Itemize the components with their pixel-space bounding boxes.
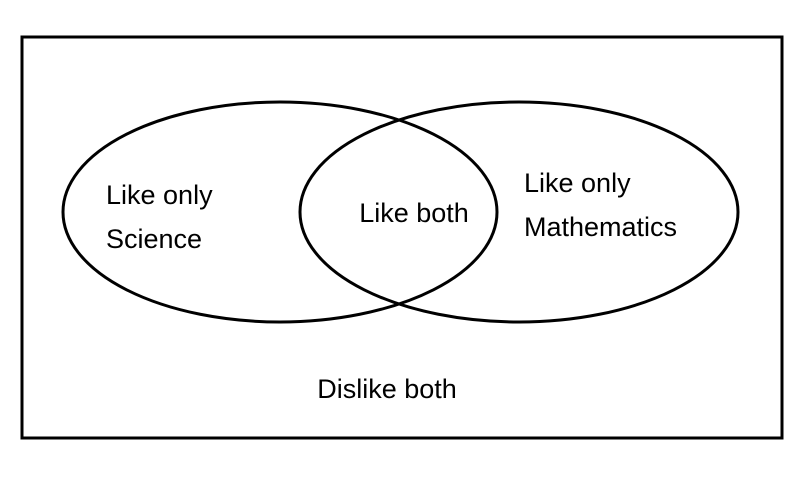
mathematics-only-label-line1: Like only xyxy=(524,168,631,198)
neither-region-label: Dislike both xyxy=(317,374,457,404)
science-set-ellipse xyxy=(61,100,499,324)
science-only-label-line1: Like only xyxy=(106,180,213,210)
science-only-label-line2: Science xyxy=(106,224,202,254)
both-region-label: Like both xyxy=(359,198,469,228)
universal-set-rectangle xyxy=(20,35,784,440)
mathematics-only-label-line2: Mathematics xyxy=(524,212,677,242)
mathematics-set-ellipse xyxy=(298,100,740,324)
